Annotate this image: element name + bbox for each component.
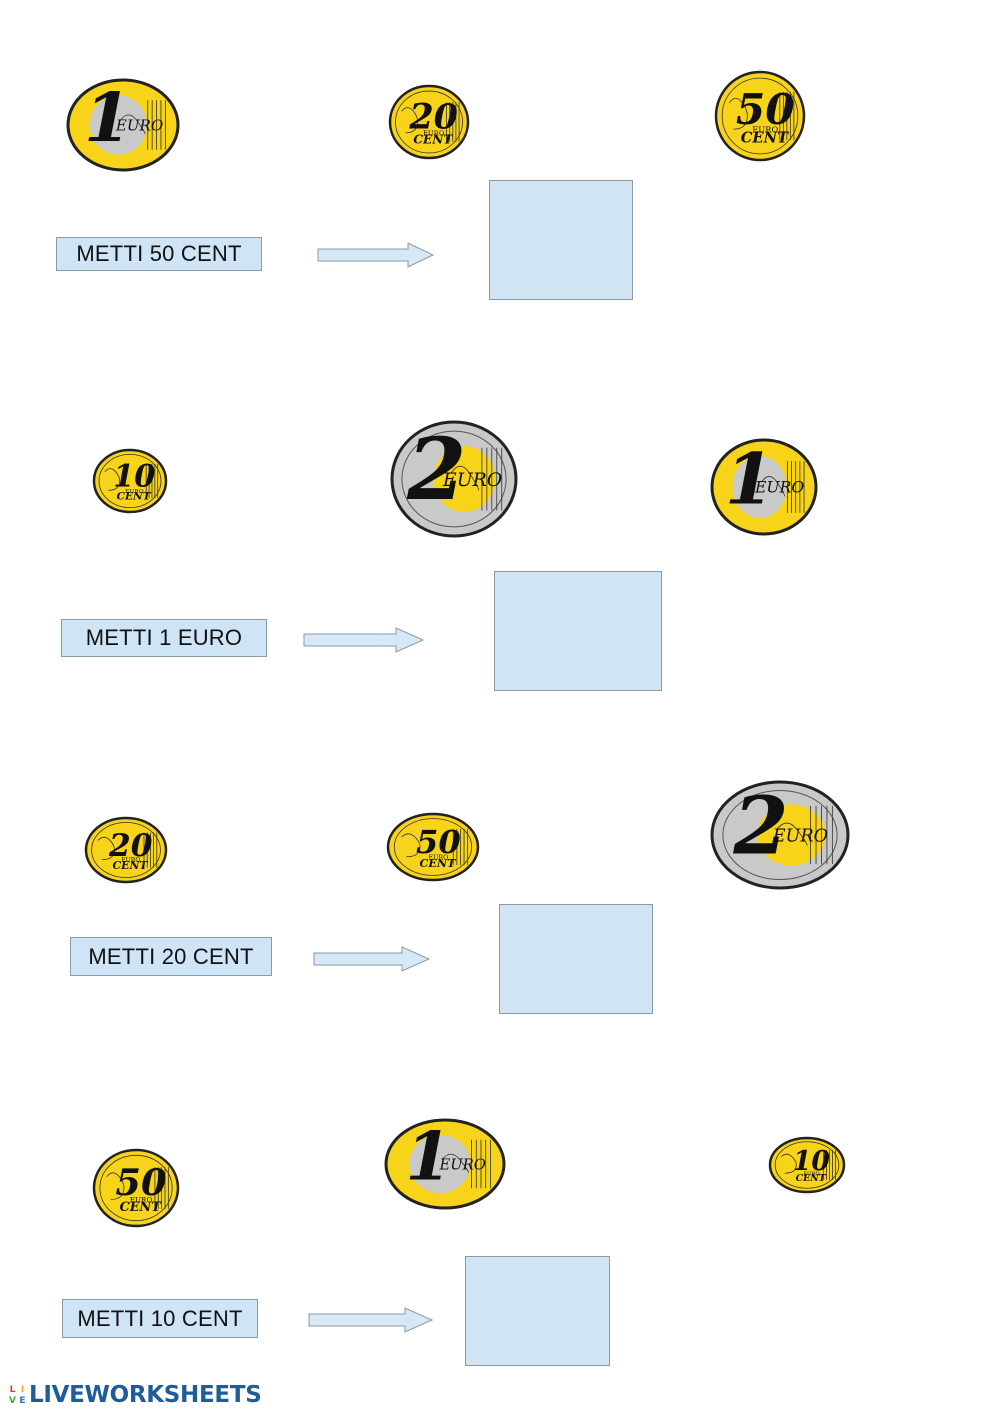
- svg-text:10: 10: [793, 1146, 831, 1177]
- svg-text:EURO: EURO: [125, 488, 144, 495]
- logo-letter: E: [19, 1395, 26, 1406]
- svg-text:2: 2: [732, 780, 788, 873]
- svg-text:EURO: EURO: [754, 478, 804, 497]
- instruction-label: METTI 1 EURO: [61, 619, 267, 657]
- instruction-label: METTI 20 CENT: [70, 937, 272, 976]
- svg-text:CENT: CENT: [413, 133, 453, 147]
- liveworksheets-brand: L I V E LIVEWORKSHEETS: [8, 1382, 262, 1408]
- svg-text:EURO: EURO: [130, 1195, 153, 1204]
- drop-zone[interactable]: [465, 1256, 610, 1366]
- instruction-label: METTI 10 CENT: [62, 1299, 258, 1338]
- drop-zone[interactable]: [499, 904, 653, 1014]
- svg-text:EURO: EURO: [439, 1156, 486, 1173]
- logo-letter: I: [20, 1384, 25, 1395]
- logo-letter: V: [9, 1395, 16, 1406]
- svg-text:EURO: EURO: [423, 130, 445, 138]
- svg-text:2: 2: [406, 420, 466, 520]
- liveworksheets-logo-icon: L I V E: [8, 1385, 27, 1406]
- drop-zone[interactable]: [489, 180, 633, 300]
- svg-text:1: 1: [405, 1118, 451, 1195]
- svg-text:10: 10: [113, 459, 155, 495]
- svg-text:1: 1: [84, 78, 131, 157]
- instruction-label: METTI 50 CENT: [56, 237, 262, 271]
- svg-text:EURO: EURO: [442, 469, 503, 491]
- arrow-icon: [303, 627, 425, 653]
- svg-text:CENT: CENT: [796, 1173, 827, 1184]
- svg-text:CENT: CENT: [113, 859, 149, 872]
- svg-text:EURO: EURO: [752, 125, 778, 135]
- logo-letter: L: [9, 1384, 16, 1395]
- arrow-icon: [308, 1307, 434, 1333]
- svg-text:EURO: EURO: [428, 855, 448, 862]
- arrow-icon: [317, 242, 435, 268]
- svg-text:EURO: EURO: [803, 1171, 819, 1177]
- svg-text:20: 20: [408, 96, 458, 137]
- brand-name: LIVEWORKSHEETS: [29, 1382, 262, 1408]
- drop-zone[interactable]: [494, 571, 662, 691]
- svg-text:50: 50: [736, 84, 795, 134]
- svg-text:CENT: CENT: [117, 491, 152, 503]
- svg-text:50: 50: [115, 1160, 167, 1204]
- svg-text:50: 50: [416, 823, 461, 861]
- svg-text:CENT: CENT: [420, 856, 457, 870]
- arrow-icon: [313, 946, 431, 972]
- svg-text:CENT: CENT: [741, 129, 789, 146]
- svg-text:1: 1: [725, 438, 774, 520]
- svg-text:EURO: EURO: [121, 857, 140, 864]
- svg-text:CENT: CENT: [120, 1200, 163, 1215]
- svg-text:EURO: EURO: [115, 116, 163, 134]
- svg-text:EURO: EURO: [772, 826, 829, 846]
- svg-text:20: 20: [108, 828, 153, 864]
